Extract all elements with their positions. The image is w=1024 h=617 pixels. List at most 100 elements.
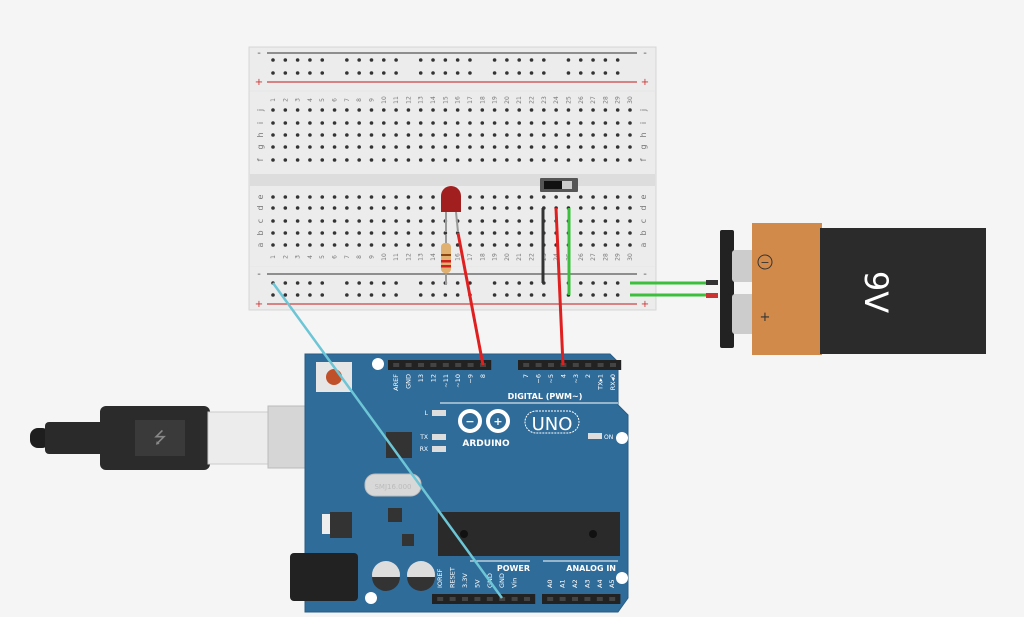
breadboard-hole[interactable] xyxy=(628,158,632,162)
breadboard-hole[interactable] xyxy=(628,145,632,149)
header-pin[interactable] xyxy=(609,597,616,601)
breadboard-hole[interactable] xyxy=(406,158,411,162)
header-pin[interactable] xyxy=(572,597,578,601)
breadboard-hole[interactable] xyxy=(443,158,448,162)
breadboard-hole[interactable] xyxy=(308,121,312,125)
rail-hole[interactable] xyxy=(283,293,288,297)
breadboard-hole[interactable] xyxy=(320,243,325,247)
header-pin[interactable] xyxy=(467,363,474,367)
breadboard-hole[interactable] xyxy=(517,195,522,199)
rail-hole[interactable] xyxy=(394,71,398,75)
rail-hole[interactable] xyxy=(505,281,509,285)
header-pin[interactable] xyxy=(572,363,579,367)
rail-hole[interactable] xyxy=(591,281,595,285)
switch[interactable] xyxy=(540,178,578,192)
header-pin[interactable] xyxy=(511,597,518,601)
breadboard-hole[interactable] xyxy=(369,206,374,210)
breadboard-hole[interactable] xyxy=(418,145,423,149)
breadboard-hole[interactable] xyxy=(615,231,620,235)
breadboard-hole[interactable] xyxy=(566,195,571,199)
breadboard-hole[interactable] xyxy=(394,243,398,247)
rail-hole[interactable] xyxy=(603,58,608,62)
rail-hole[interactable] xyxy=(369,281,374,285)
breadboard-hole[interactable] xyxy=(369,195,374,199)
header-pin[interactable] xyxy=(584,597,591,601)
breadboard-hole[interactable] xyxy=(529,243,534,247)
breadboard-hole[interactable] xyxy=(468,121,472,125)
breadboard-hole[interactable] xyxy=(406,219,411,223)
breadboard-hole[interactable] xyxy=(295,158,300,162)
breadboard-hole[interactable] xyxy=(480,133,485,137)
breadboard-hole[interactable] xyxy=(418,231,423,235)
breadboard-hole[interactable] xyxy=(308,206,312,210)
rail-hole[interactable] xyxy=(591,58,595,62)
breadboard-hole[interactable] xyxy=(492,243,497,247)
breadboard-hole[interactable] xyxy=(603,195,608,199)
breadboard-hole[interactable] xyxy=(357,158,361,162)
red-led[interactable] xyxy=(441,186,461,233)
wire-red-led-pin10[interactable] xyxy=(456,232,485,366)
breadboard-hole[interactable] xyxy=(418,206,423,210)
rail-hole[interactable] xyxy=(529,293,534,297)
breadboard-hole[interactable] xyxy=(406,108,411,112)
breadboard-hole[interactable] xyxy=(603,108,608,112)
breadboard-hole[interactable] xyxy=(443,145,448,149)
breadboard-hole[interactable] xyxy=(431,108,435,112)
header-pin[interactable] xyxy=(548,363,554,367)
breadboard-hole[interactable] xyxy=(345,121,349,125)
breadboard-hole[interactable] xyxy=(332,108,337,112)
rail-hole[interactable] xyxy=(320,58,325,62)
breadboard-hole[interactable] xyxy=(591,219,595,223)
breadboard-hole[interactable] xyxy=(345,231,349,235)
breadboard-hole[interactable] xyxy=(345,145,349,149)
rail-hole[interactable] xyxy=(492,58,497,62)
breadboard-hole[interactable] xyxy=(492,219,497,223)
breadboard-hole[interactable] xyxy=(554,121,558,125)
breadboard-hole[interactable] xyxy=(345,219,349,223)
breadboard-hole[interactable] xyxy=(369,133,374,137)
breadboard-hole[interactable] xyxy=(431,231,435,235)
breadboard-hole[interactable] xyxy=(271,133,275,137)
header-pin[interactable] xyxy=(437,597,444,601)
breadboard-hole[interactable] xyxy=(431,195,435,199)
breadboard-hole[interactable] xyxy=(566,108,571,112)
breadboard-hole[interactable] xyxy=(345,133,349,137)
breadboard-hole[interactable] xyxy=(283,206,288,210)
rail-hole[interactable] xyxy=(443,71,448,75)
breadboard-hole[interactable] xyxy=(492,158,497,162)
rail-hole[interactable] xyxy=(418,58,423,62)
breadboard-hole[interactable] xyxy=(542,133,546,137)
breadboard-hole[interactable] xyxy=(628,121,632,125)
breadboard-hole[interactable] xyxy=(320,206,325,210)
breadboard-hole[interactable] xyxy=(418,108,423,112)
rail-hole[interactable] xyxy=(431,58,435,62)
breadboard-hole[interactable] xyxy=(369,108,374,112)
rail-hole[interactable] xyxy=(455,293,460,297)
breadboard-hole[interactable] xyxy=(431,219,435,223)
breadboard-hole[interactable] xyxy=(505,231,509,235)
breadboard-hole[interactable] xyxy=(603,158,608,162)
rail-hole[interactable] xyxy=(394,293,398,297)
breadboard-hole[interactable] xyxy=(492,145,497,149)
breadboard-hole[interactable] xyxy=(406,206,411,210)
rail-hole[interactable] xyxy=(345,71,349,75)
breadboard-hole[interactable] xyxy=(603,133,608,137)
breadboard-hole[interactable] xyxy=(357,219,361,223)
breadboard-hole[interactable] xyxy=(468,231,472,235)
breadboard-hole[interactable] xyxy=(381,243,386,247)
breadboard-hole[interactable] xyxy=(418,133,423,137)
breadboard-hole[interactable] xyxy=(578,133,583,137)
breadboard-hole[interactable] xyxy=(381,219,386,223)
breadboard-hole[interactable] xyxy=(529,121,534,125)
breadboard[interactable]: 1122334455667788991010111112121313141415… xyxy=(248,46,657,311)
breadboard-hole[interactable] xyxy=(578,231,583,235)
breadboard-hole[interactable] xyxy=(357,108,361,112)
breadboard-hole[interactable] xyxy=(542,195,546,199)
breadboard-hole[interactable] xyxy=(505,108,509,112)
rail-hole[interactable] xyxy=(271,293,275,297)
wire-cyan-rail-gnd[interactable] xyxy=(271,282,504,599)
rail-hole[interactable] xyxy=(578,281,583,285)
breadboard-hole[interactable] xyxy=(320,108,325,112)
breadboard-hole[interactable] xyxy=(271,158,275,162)
breadboard-hole[interactable] xyxy=(308,243,312,247)
